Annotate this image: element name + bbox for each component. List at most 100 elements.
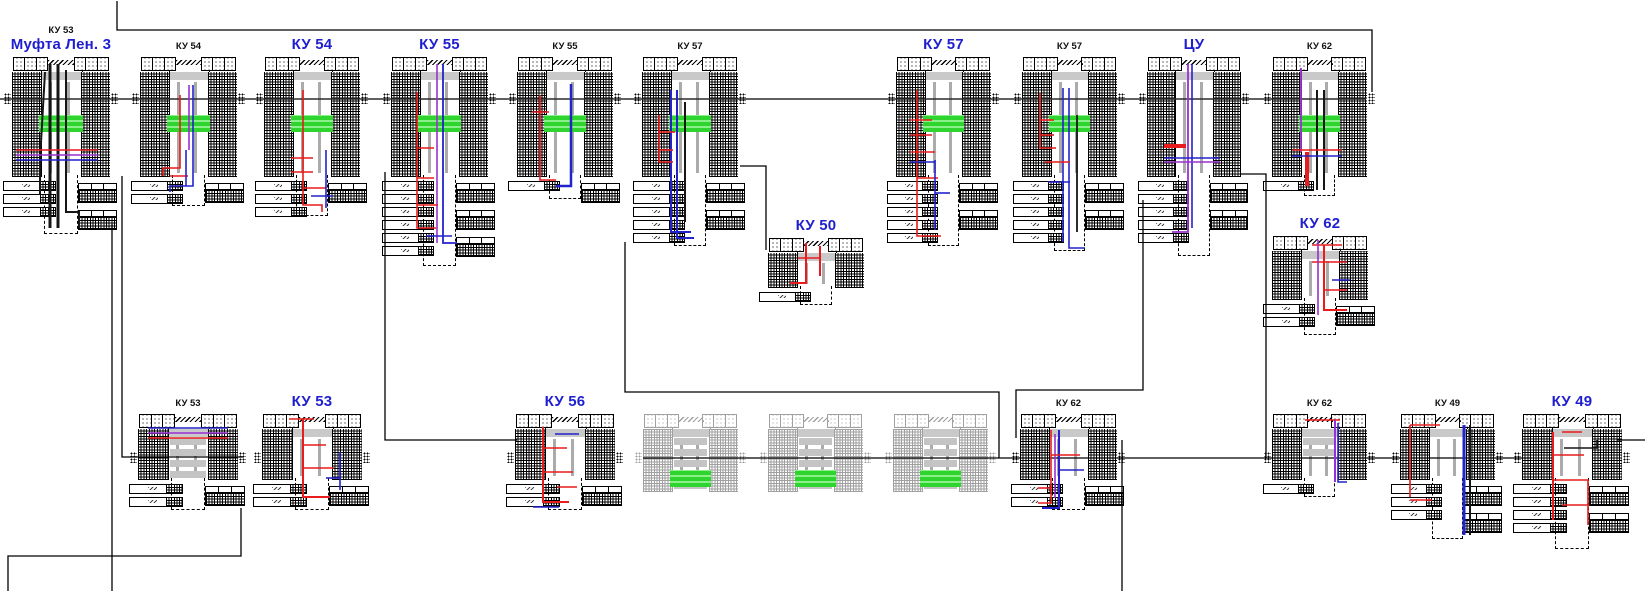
terminal-column-left [643,429,672,492]
station-ku53-bottom-a [129,414,246,511]
terminal-column-left [768,429,797,492]
gray-terminal-bar [170,460,206,467]
sub-terminal-bar [253,497,307,507]
terminal-column-left [138,429,168,480]
link-ku53-bottom-hook-line [7,508,242,591]
terminal-column-right [834,429,863,492]
terminal-cap-right [74,57,109,71]
sub-terminal-box [1210,210,1248,230]
channel-top-bar [170,72,209,80]
cable-channel [1429,427,1468,480]
cable-stub-left [888,93,895,104]
sub-terminal-bar [129,497,183,507]
sub-terminal-bar [1513,510,1567,520]
station-ku53-bottom-b [253,414,370,511]
terminal-column-left [515,429,545,480]
sub-terminal-bar [255,181,307,191]
station-label-ku62-top: КУ 62 [1306,41,1333,52]
terminal-column-left [768,253,797,288]
sub-terminal-bar [255,207,307,217]
green-band [291,115,333,132]
sub-terminal-bar [633,194,685,204]
channel-rail [1308,261,1312,296]
terminal-cap-left [141,57,176,71]
station-label-ku57-b: КУ 57 [923,36,964,53]
terminal-column-left [1272,72,1301,177]
terminal-column-left [262,429,292,480]
sub-terminal-bar [1011,484,1063,494]
channel-top-bar [294,72,332,80]
terminal-column-left [893,429,922,492]
green-band [923,115,964,132]
station-label-ku62-right: КУ 62 [1299,215,1341,232]
sub-terminal-bar [633,181,685,191]
terminal-column-right [331,72,360,177]
sub-terminal-bar [759,292,811,302]
cable-stub-left [760,452,767,463]
zigzag-mark-icon [1306,60,1333,65]
cable-stub-left [885,452,892,463]
station-label-ku57-c: КУ 57 [1056,41,1083,52]
sub-terminal-bar [131,194,183,204]
station-label-ku62-bottom-b: КУ 62 [1306,398,1333,409]
cable-stub-right [989,452,996,463]
gray-terminal-bar [170,438,206,445]
sub-terminal-bar [1138,207,1189,217]
station-label-ku50: КУ 50 [795,217,837,234]
channel-top-bar [798,429,835,437]
terminal-cap-right [702,57,737,71]
terminal-column-left [264,72,293,177]
station-ku49-b [1513,414,1630,550]
terminal-cap-left [392,57,427,71]
terminal-column-right [959,429,988,492]
terminal-column-left [642,72,671,177]
terminal-column-left [1272,429,1301,480]
cable-stub-right [1368,452,1375,463]
station-sublabel-mufta-len-3: КУ 53 [48,25,74,36]
terminal-cap-left [139,414,175,428]
station-ku54-b [255,57,368,217]
zigzag-mark-icon [1056,60,1083,65]
cable-stub-right [616,452,623,463]
terminal-cap-right [952,414,987,428]
zigzag-mark-icon [1307,239,1333,244]
cable-stub-right [1242,93,1249,104]
sub-terminal-bar [129,484,183,494]
sub-terminal-box [1210,183,1248,203]
sub-terminal-box [329,486,369,506]
sub-terminal-bar [382,194,434,204]
zigzag-mark-icon [1306,417,1333,422]
terminal-cap-right [452,57,487,71]
terminal-column-left [1522,429,1552,480]
cable-spine-dashed-box [1304,298,1336,335]
terminal-cap-left [643,57,678,71]
terminal-column-right [1338,72,1367,177]
channel-top-bar [42,72,82,80]
zigzag-mark-icon [552,417,578,422]
sub-terminal-bar [506,497,560,507]
terminal-column-right [332,429,362,480]
cable-stub-left [1264,452,1271,463]
link-ku57-to-ku50-line [740,165,767,250]
gray-terminal-bar [1303,438,1336,445]
terminal-cap-right [577,57,612,71]
green-band [167,115,210,132]
terminal-cap-right [828,238,863,252]
cable-channel [1049,427,1090,480]
sub-terminal-bar [255,194,307,204]
sub-terminal-box [1463,513,1502,533]
green-band [1049,115,1090,132]
sub-terminal-bar [382,233,434,243]
terminal-cap-right [1459,414,1494,428]
sub-terminal-bar [382,220,434,230]
sub-terminal-box [1336,306,1375,326]
cable-stub-left [256,93,263,104]
sub-terminal-box [328,183,367,203]
gray-terminal-bar [674,449,707,456]
terminal-column-left [391,72,420,177]
cable-stub-right [1118,93,1125,104]
terminal-cap-left [516,414,552,428]
station-ku62-right [1263,236,1375,336]
channel-top-bar [923,429,960,437]
terminal-cap-left [1523,414,1559,428]
